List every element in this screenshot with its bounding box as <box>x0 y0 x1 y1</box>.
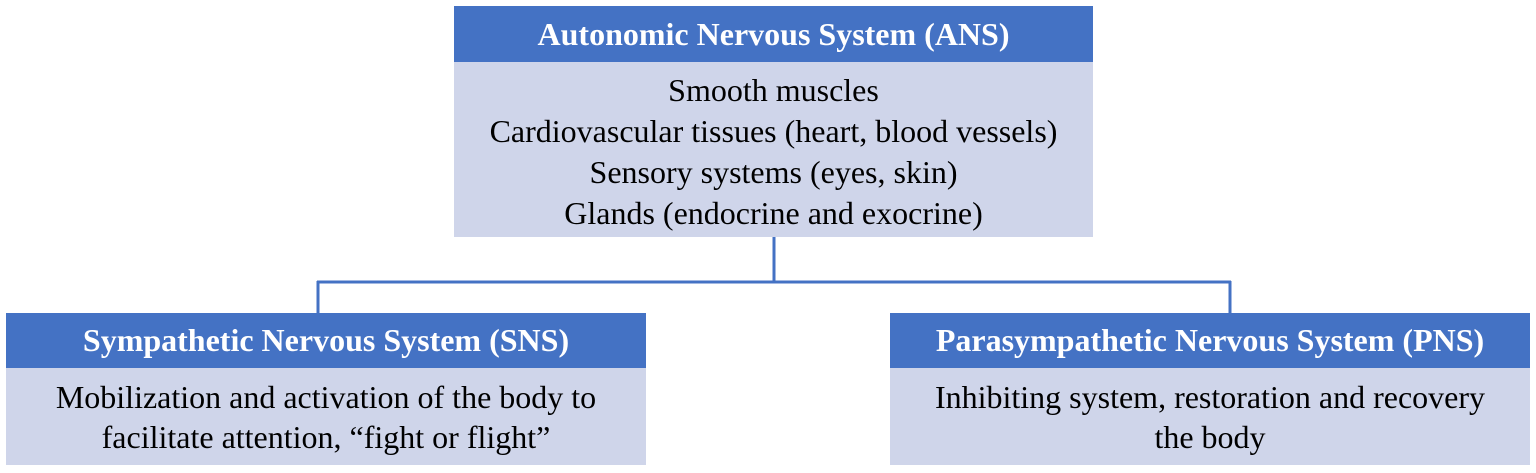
pns-description-line: Inhibiting system, restoration and recov… <box>934 378 1486 415</box>
ans-title: Autonomic Nervous System (ANS) <box>454 6 1093 62</box>
pns-description-line: the body <box>1154 418 1266 455</box>
pns-title: Parasympathetic Nervous System (PNS) <box>890 313 1530 368</box>
ans-item: Sensory systems (eyes, skin) <box>589 153 958 190</box>
ans-item: Cardiovascular tissues (heart, blood ves… <box>489 112 1058 149</box>
pns-node: Parasympathetic Nervous System (PNS) Inh… <box>890 313 1530 465</box>
ans-item: Smooth muscles <box>668 71 879 108</box>
sns-title: Sympathetic Nervous System (SNS) <box>6 313 646 368</box>
sns-node: Sympathetic Nervous System (SNS) Mobiliz… <box>6 313 646 465</box>
ans-item-list: Smooth muscles Cardiovascular tissues (h… <box>454 62 1093 237</box>
sns-description: Mobilization and activation of the body … <box>6 368 646 465</box>
pns-description: Inhibiting system, restoration and recov… <box>890 368 1530 465</box>
ans-node: Autonomic Nervous System (ANS) Smooth mu… <box>454 6 1093 237</box>
sns-description-line: facilitate attention, “fight or flight” <box>101 418 551 455</box>
ans-item: Glands (endocrine and exocrine) <box>564 194 983 231</box>
sns-description-line: Mobilization and activation of the body … <box>55 378 597 415</box>
